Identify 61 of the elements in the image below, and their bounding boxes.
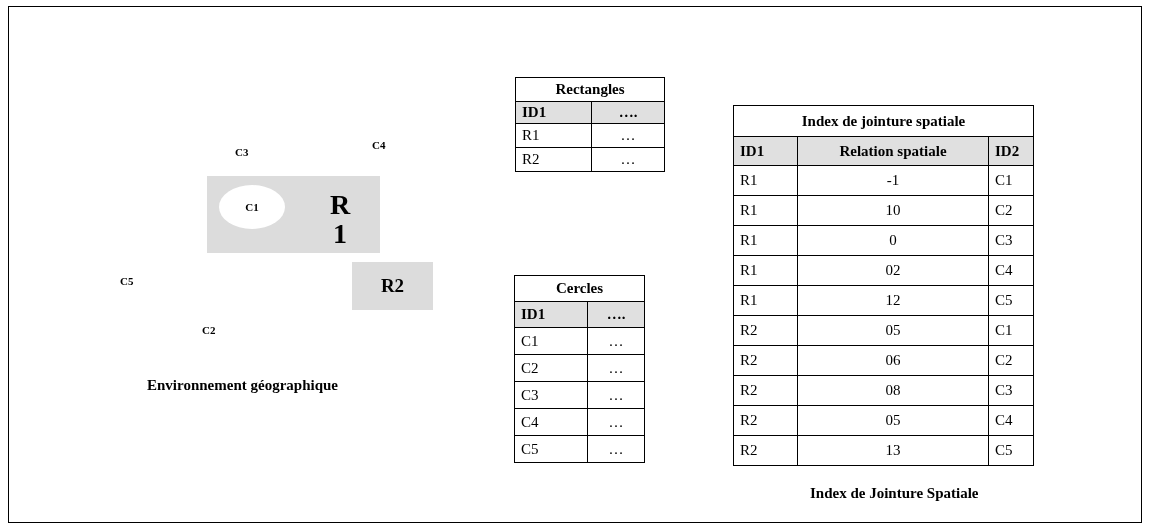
figure-caption: Environnement géographique [147, 377, 338, 394]
table-cell: C5 [988, 285, 1034, 316]
table-cell: C4 [988, 405, 1034, 436]
table-cell: R1 [515, 123, 592, 148]
table-cell: C5 [514, 435, 588, 463]
table-cell: 05 [797, 405, 989, 436]
table-cell: C1 [988, 315, 1034, 346]
table-cell: R2 [733, 345, 798, 376]
table-title: Rectangles [515, 77, 665, 102]
map-label: C2 [202, 324, 216, 336]
table-cell: R2 [515, 147, 592, 172]
table-cell: R1 [733, 195, 798, 226]
table-cell: R2 [733, 405, 798, 436]
table-cell: R1 [733, 225, 798, 256]
map-label: C4 [372, 139, 386, 151]
table-cell: -1 [797, 165, 989, 196]
table-cell: R2 [733, 375, 798, 406]
table-cell: C4 [988, 255, 1034, 286]
table-cell: R2 [733, 315, 798, 346]
table-cell: C3 [514, 381, 588, 409]
ellipse-region: C1 [219, 185, 285, 229]
table-title: Cercles [514, 275, 645, 302]
table-cell: … [591, 147, 665, 172]
table-cell: 06 [797, 345, 989, 376]
table-cell: 02 [797, 255, 989, 286]
table-cell: … [587, 408, 645, 436]
table-cell: … [587, 327, 645, 355]
table-cell: 12 [797, 285, 989, 316]
region-label: R 1 [328, 190, 352, 249]
header-cell: ID1 [515, 101, 592, 124]
table-cell: C3 [988, 375, 1034, 406]
map-label: C3 [235, 146, 249, 158]
table-cell: … [587, 435, 645, 463]
table-title: Index de jointure spatiale [733, 105, 1034, 137]
table-cell: C2 [988, 195, 1034, 226]
table-cell: 13 [797, 435, 989, 466]
header-cell: ID1 [514, 301, 588, 328]
table-cell: R1 [733, 165, 798, 196]
table-cell: … [591, 123, 665, 148]
table-cell: … [587, 381, 645, 409]
rectangle-region: R2 [352, 262, 433, 310]
table-cell: C3 [988, 225, 1034, 256]
table-cell: 05 [797, 315, 989, 346]
table-cell: C2 [514, 354, 588, 382]
table-cell: C1 [514, 327, 588, 355]
table-cell: 08 [797, 375, 989, 406]
figure-caption: Index de Jointure Spatiale [810, 485, 979, 502]
table-cell: C2 [988, 345, 1034, 376]
table-cell: C4 [514, 408, 588, 436]
table-cell: 0 [797, 225, 989, 256]
table-cell: 10 [797, 195, 989, 226]
table-cell: R1 [733, 285, 798, 316]
map-label: C5 [120, 275, 134, 287]
table-cell: C5 [988, 435, 1034, 466]
table-cell: … [587, 354, 645, 382]
header-cell: ID1 [733, 136, 798, 166]
header-cell: Relation spatiale [797, 136, 989, 166]
rectangle-region [207, 176, 380, 253]
table-cell: C1 [988, 165, 1034, 196]
table-cell: R1 [733, 255, 798, 286]
table-cell: R2 [733, 435, 798, 466]
